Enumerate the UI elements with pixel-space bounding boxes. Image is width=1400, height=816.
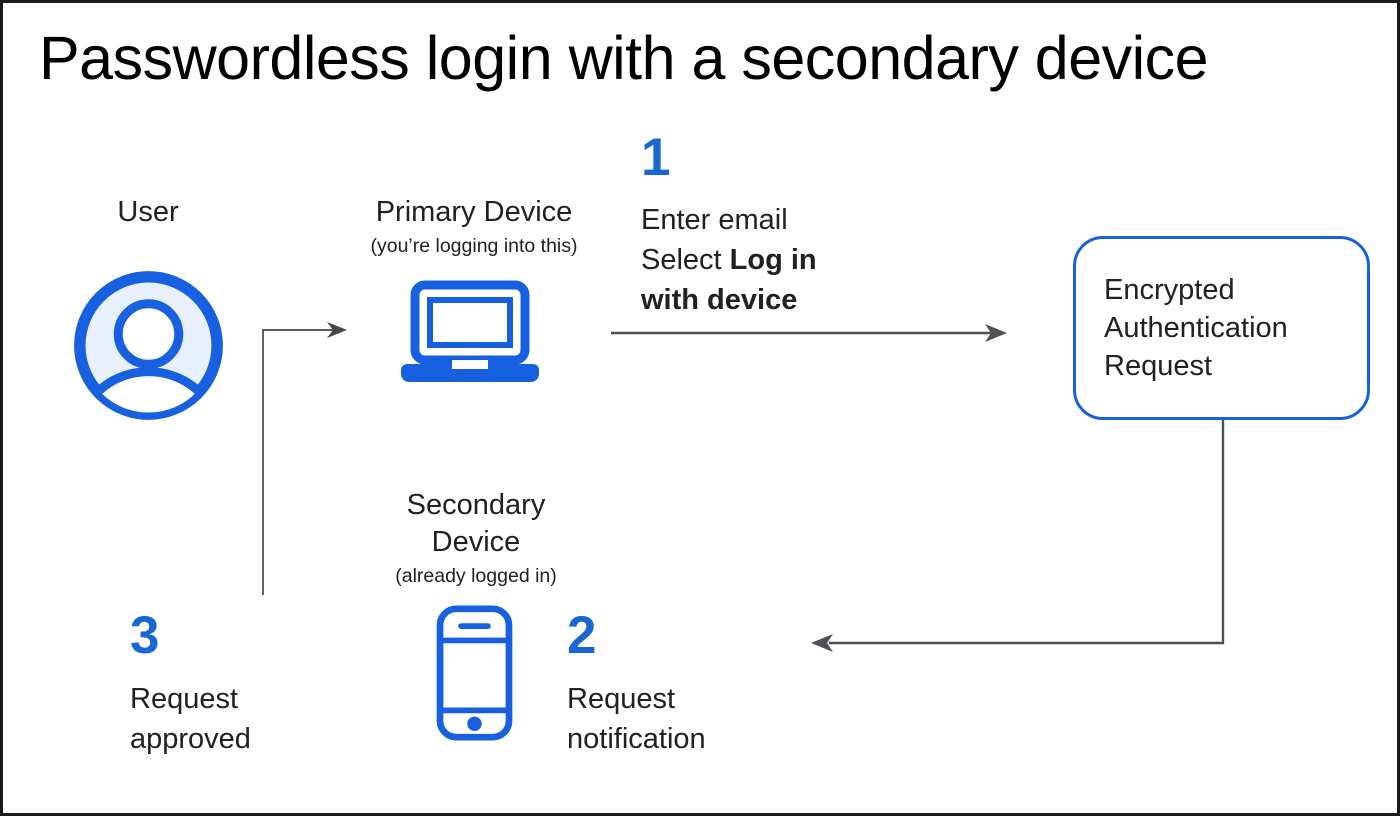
secondary-device-labels: Secondary Device (already logged in): [355, 487, 597, 588]
secondary-device-note: (already logged in): [395, 565, 557, 587]
step-3: 3 Request approved: [130, 609, 251, 759]
arrow-primary-to-request: [611, 324, 1007, 342]
primary-device-note: (you’re logging into this): [370, 235, 578, 257]
step-1: 1 Enter email Select Log in with device: [641, 131, 817, 320]
step-2: 2 Request notification: [567, 609, 706, 759]
step-3-number: 3: [130, 606, 160, 665]
auth-box-line-1: Encrypted: [1104, 274, 1235, 306]
encrypted-auth-request-box: Encrypted Authentication Request: [1073, 236, 1370, 420]
step-2-number: 2: [567, 606, 597, 665]
step-2-line-2: notification: [567, 723, 706, 755]
arrow-approved-to-primary: [262, 322, 347, 595]
page-title: Passwordless login with a secondary devi…: [39, 24, 1209, 92]
arrow-request-to-secondary: [811, 420, 1225, 652]
step-1-number: 1: [641, 128, 671, 187]
primary-device-label: Primary Device: [375, 196, 573, 228]
step-1-line-2: Select Log in: [641, 244, 817, 276]
secondary-device-label-line2: Device: [431, 526, 521, 558]
step-1-line-1: Enter email: [641, 204, 788, 236]
auth-box-line-2: Authentication: [1104, 312, 1288, 344]
smartphone-icon: [436, 605, 513, 741]
user-label: User: [117, 196, 179, 228]
step-2-line-1: Request: [567, 683, 676, 715]
step-3-line-1: Request: [130, 683, 239, 715]
primary-device-labels: Primary Device (you’re logging into this…: [353, 194, 595, 258]
step-3-text: Request approved: [130, 679, 251, 759]
step-1-line-3: with device: [641, 284, 798, 316]
secondary-device-label-line1: Secondary: [406, 489, 546, 521]
step-1-text: Enter email Select Log in with device: [641, 200, 817, 320]
auth-box-line-3: Request: [1104, 350, 1213, 382]
user-icon: [70, 267, 227, 424]
step-3-line-2: approved: [130, 723, 251, 755]
step-2-text: Request notification: [567, 679, 706, 759]
laptop-icon: [397, 280, 543, 386]
